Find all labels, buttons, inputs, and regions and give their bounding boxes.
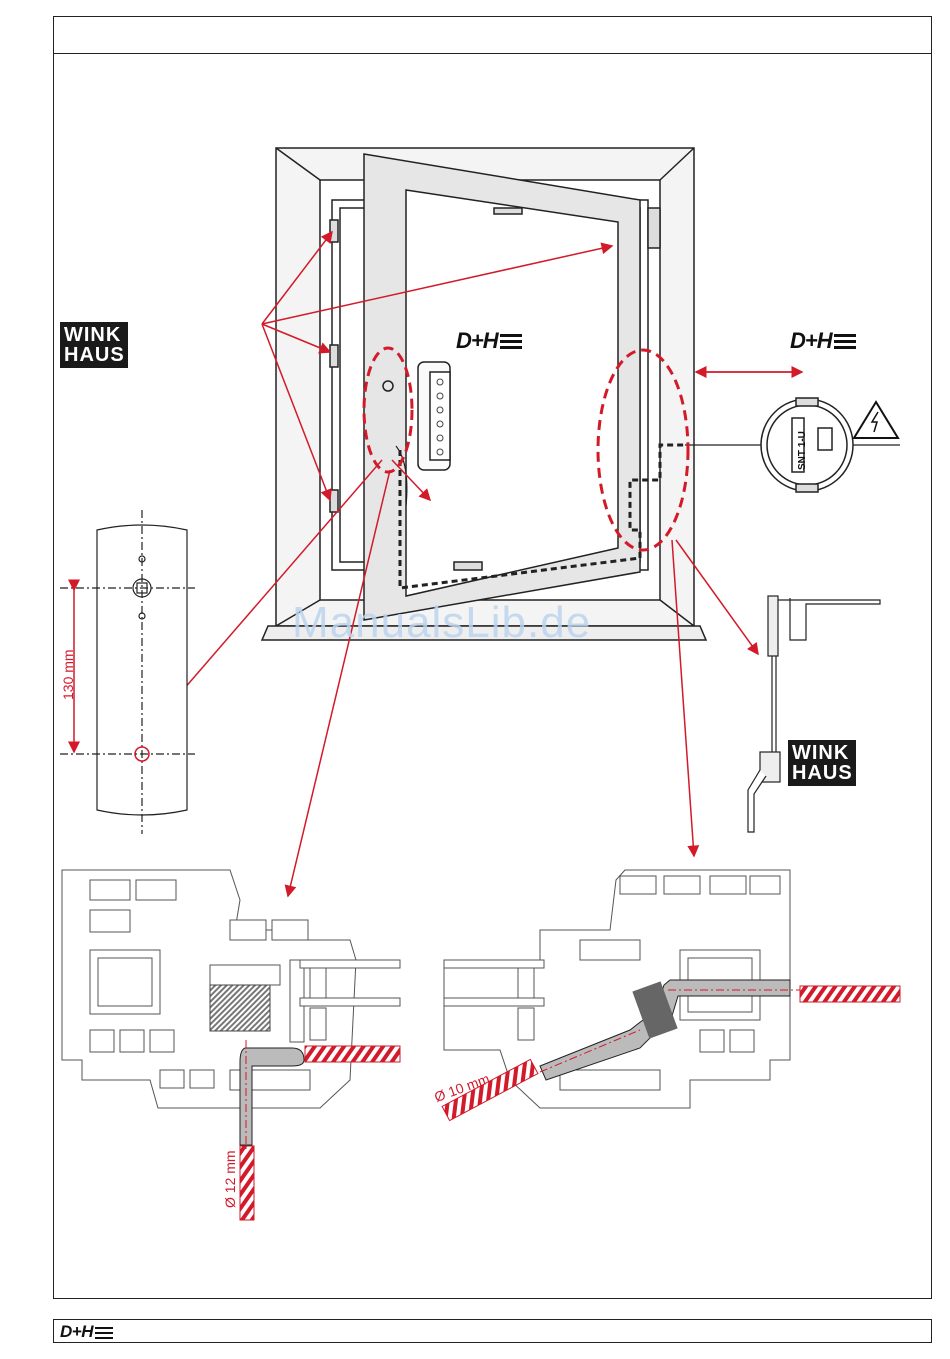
profile-section-left — [62, 870, 400, 1108]
drill-12-label: Ø 12 mm — [222, 1150, 238, 1208]
device-label: SNT 1-U — [797, 431, 808, 470]
dh-logo-device: D+H — [790, 328, 856, 354]
dh-logo-window: D+H — [456, 328, 522, 354]
profile-detail — [60, 510, 195, 834]
page-footer: D+H — [53, 1319, 932, 1343]
lever-detail — [748, 596, 880, 832]
footer-dh-logo: D+H — [60, 1322, 113, 1342]
watermark: ManualsLib.de — [292, 598, 591, 648]
warning-icon — [854, 402, 898, 438]
window-illustration — [262, 148, 900, 640]
dimension-130-label: 130 mm — [60, 649, 76, 700]
